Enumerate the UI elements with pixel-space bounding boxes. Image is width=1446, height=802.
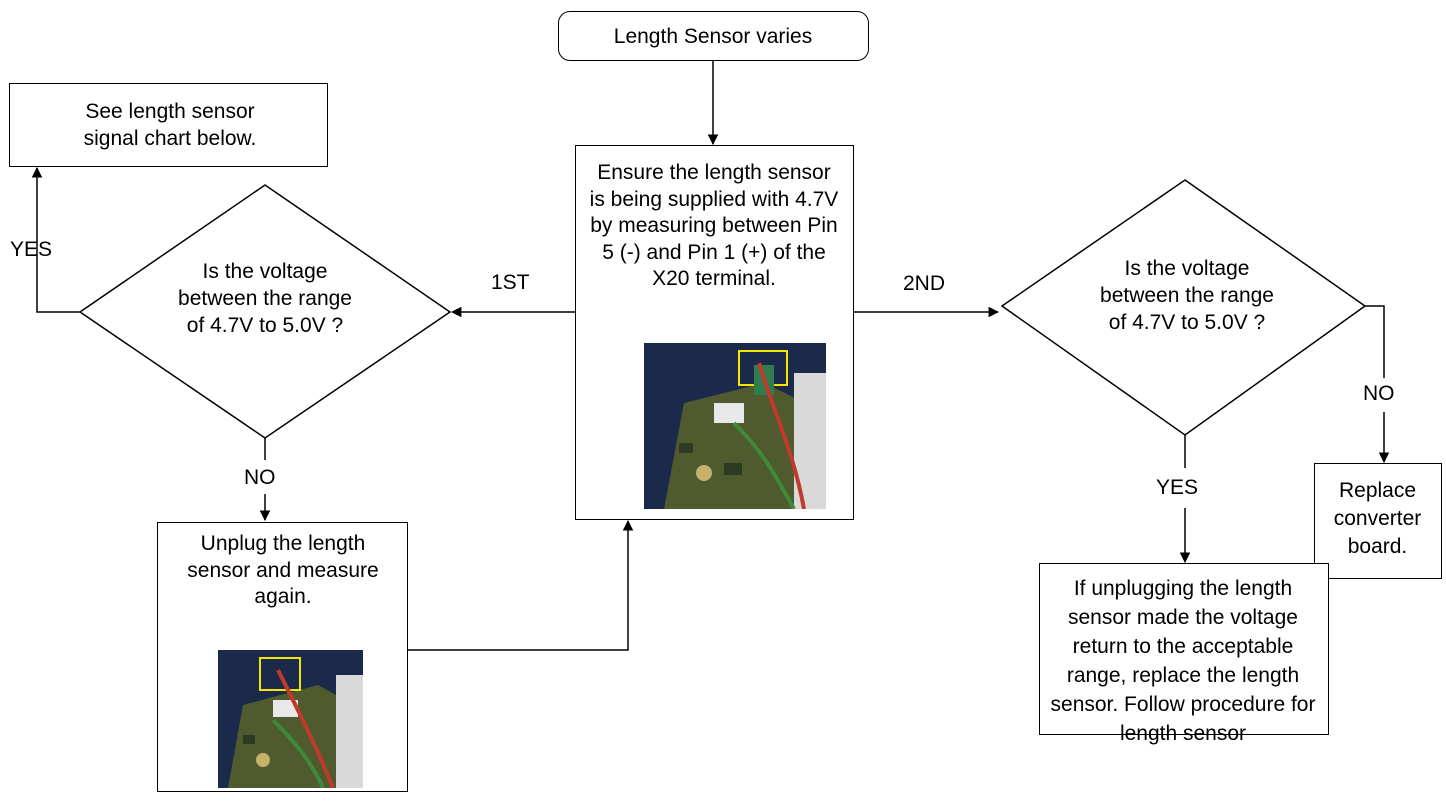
ensure-text: Ensure the length sensor is being suppli… <box>589 161 839 290</box>
left-decision-text: Is the voltage between the range of 4.7V… <box>178 260 352 337</box>
replace-board-box: Replace converter board. <box>1314 463 1442 579</box>
label-no-left: NO <box>244 466 276 489</box>
arrow-unplug-to-ensure <box>407 519 634 651</box>
unplug-box: Unplug the length sensor and measure aga… <box>157 522 408 792</box>
replace-board-text: Replace converter board. <box>1333 479 1422 558</box>
arrow-left-yes-to-see-chart <box>31 166 80 313</box>
replace-sensor-box: If unplugging the length sensor made the… <box>1039 563 1329 745</box>
replace-sensor-text: If unplugging the length sensor made the… <box>1050 577 1316 745</box>
start-text: Length Sensor varies <box>613 25 813 48</box>
ensure-box: Ensure the length sensor is being suppli… <box>575 145 854 520</box>
right-decision-diamond <box>1000 179 1367 436</box>
start-box: Length Sensor varies <box>558 11 869 61</box>
label-second: 2ND <box>903 272 946 295</box>
left-decision-diamond <box>78 184 452 439</box>
label-yes-right: YES <box>1156 476 1199 499</box>
label-no-right: NO <box>1363 382 1395 405</box>
unplug-text: Unplug the length sensor and measure aga… <box>187 532 379 608</box>
label-first: 1ST <box>491 271 530 294</box>
see-chart-box: See length sensor signal chart below. <box>9 83 328 167</box>
see-chart-text: See length sensor signal chart below. <box>83 100 257 150</box>
circuit-board-photo-icon <box>644 343 826 509</box>
right-decision-text: Is the voltage between the range of 4.7V… <box>1100 257 1274 334</box>
arrow-right-no-to-replace-board <box>1365 305 1385 378</box>
label-yes-left: YES <box>10 238 53 261</box>
circuit-board-photo-icon-2 <box>218 650 363 788</box>
connectors <box>31 61 1390 651</box>
